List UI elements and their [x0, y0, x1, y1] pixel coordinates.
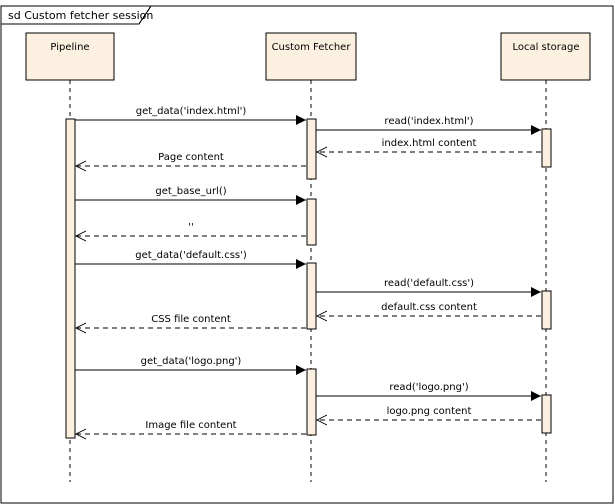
frame-border: [0, 5, 614, 504]
message-label-msg-6: '': [188, 222, 194, 233]
frame-title-tab: [0, 5, 152, 25]
message-label-msg-1: get_data('index.html'): [136, 106, 247, 117]
message-arrowhead-open-msg-3: [315, 146, 328, 158]
message-msg-8[interactable]: read('default.css'): [316, 278, 541, 297]
message-msg-12[interactable]: read('logo.png'): [316, 382, 541, 401]
message-label-msg-2: read('index.html'): [384, 116, 473, 127]
message-label-msg-10: CSS file content: [151, 314, 231, 325]
message-msg-5[interactable]: get_base_url(): [75, 186, 306, 205]
message-label-msg-8: read('default.css'): [384, 278, 474, 289]
lifeline-label-custom-fetcher: Custom Fetcher: [272, 42, 352, 53]
activation-bar-act-storage-2[interactable]: [541, 290, 552, 330]
message-label-msg-5: get_base_url(): [155, 186, 226, 197]
lifeline-head-custom-fetcher[interactable]: [265, 32, 357, 81]
message-label-msg-3: index.html content: [382, 138, 477, 149]
message-arrowhead-open-msg-14: [74, 428, 87, 440]
message-msg-2[interactable]: read('index.html'): [316, 116, 541, 135]
activation-bar-act-pipeline-main[interactable]: [65, 118, 76, 439]
message-msg-9[interactable]: default.css content: [315, 302, 541, 322]
message-arrowhead-open-msg-6: [74, 230, 87, 242]
message-msg-7[interactable]: get_data('default.css'): [75, 250, 306, 269]
message-msg-3[interactable]: index.html content: [315, 138, 541, 158]
activation-bar-act-fetcher-3[interactable]: [306, 262, 317, 330]
message-arrowhead-filled-msg-5: [296, 195, 306, 205]
message-msg-1[interactable]: get_data('index.html'): [75, 106, 306, 125]
message-msg-6[interactable]: '': [74, 222, 306, 242]
message-label-msg-14: Image file content: [145, 420, 236, 431]
message-arrowhead-filled-msg-11: [296, 365, 306, 375]
lifeline-label-local-storage: Local storage: [512, 42, 579, 53]
lifeline-head-local-storage[interactable]: [500, 32, 591, 81]
diagram-frame: sd Custom fetcher session: [0, 5, 614, 504]
lifeline-head-pipeline[interactable]: [25, 32, 115, 81]
message-arrowhead-open-msg-9: [315, 310, 328, 322]
message-msg-13[interactable]: logo.png content: [315, 406, 541, 426]
message-label-msg-12: read('logo.png'): [389, 382, 468, 393]
message-msg-10[interactable]: CSS file content: [74, 314, 306, 334]
activation-bar-act-storage-3[interactable]: [541, 394, 552, 434]
message-msg-14[interactable]: Image file content: [74, 420, 306, 440]
message-arrowhead-filled-msg-7: [296, 259, 306, 269]
message-arrowhead-filled-msg-12: [531, 391, 541, 401]
message-label-msg-7: get_data('default.css'): [135, 250, 247, 261]
message-label-msg-9: default.css content: [381, 302, 477, 313]
message-msg-4[interactable]: Page content: [74, 152, 306, 172]
message-arrowhead-filled-msg-8: [531, 287, 541, 297]
message-label-msg-11: get_data('logo.png'): [141, 356, 242, 367]
message-arrowhead-filled-msg-1: [296, 115, 306, 125]
frame-title-label: sd Custom fetcher session: [8, 9, 153, 22]
activation-bar-act-fetcher-4[interactable]: [306, 368, 317, 436]
message-arrowhead-open-msg-13: [315, 414, 328, 426]
lifeline-label-pipeline: Pipeline: [50, 42, 89, 53]
activations-layer: [65, 118, 552, 439]
activation-bar-act-fetcher-1[interactable]: [306, 118, 317, 180]
message-msg-11[interactable]: get_data('logo.png'): [75, 356, 306, 375]
message-arrowhead-filled-msg-2: [531, 125, 541, 135]
message-label-msg-13: logo.png content: [387, 406, 472, 417]
message-arrowhead-open-msg-4: [74, 160, 87, 172]
message-label-msg-4: Page content: [158, 152, 224, 163]
messages-layer: get_data('index.html') read('index.html')…: [74, 106, 541, 440]
activation-bar-act-fetcher-2[interactable]: [306, 198, 317, 246]
message-arrowhead-open-msg-10: [74, 322, 87, 334]
activation-bar-act-storage-1[interactable]: [541, 128, 552, 168]
